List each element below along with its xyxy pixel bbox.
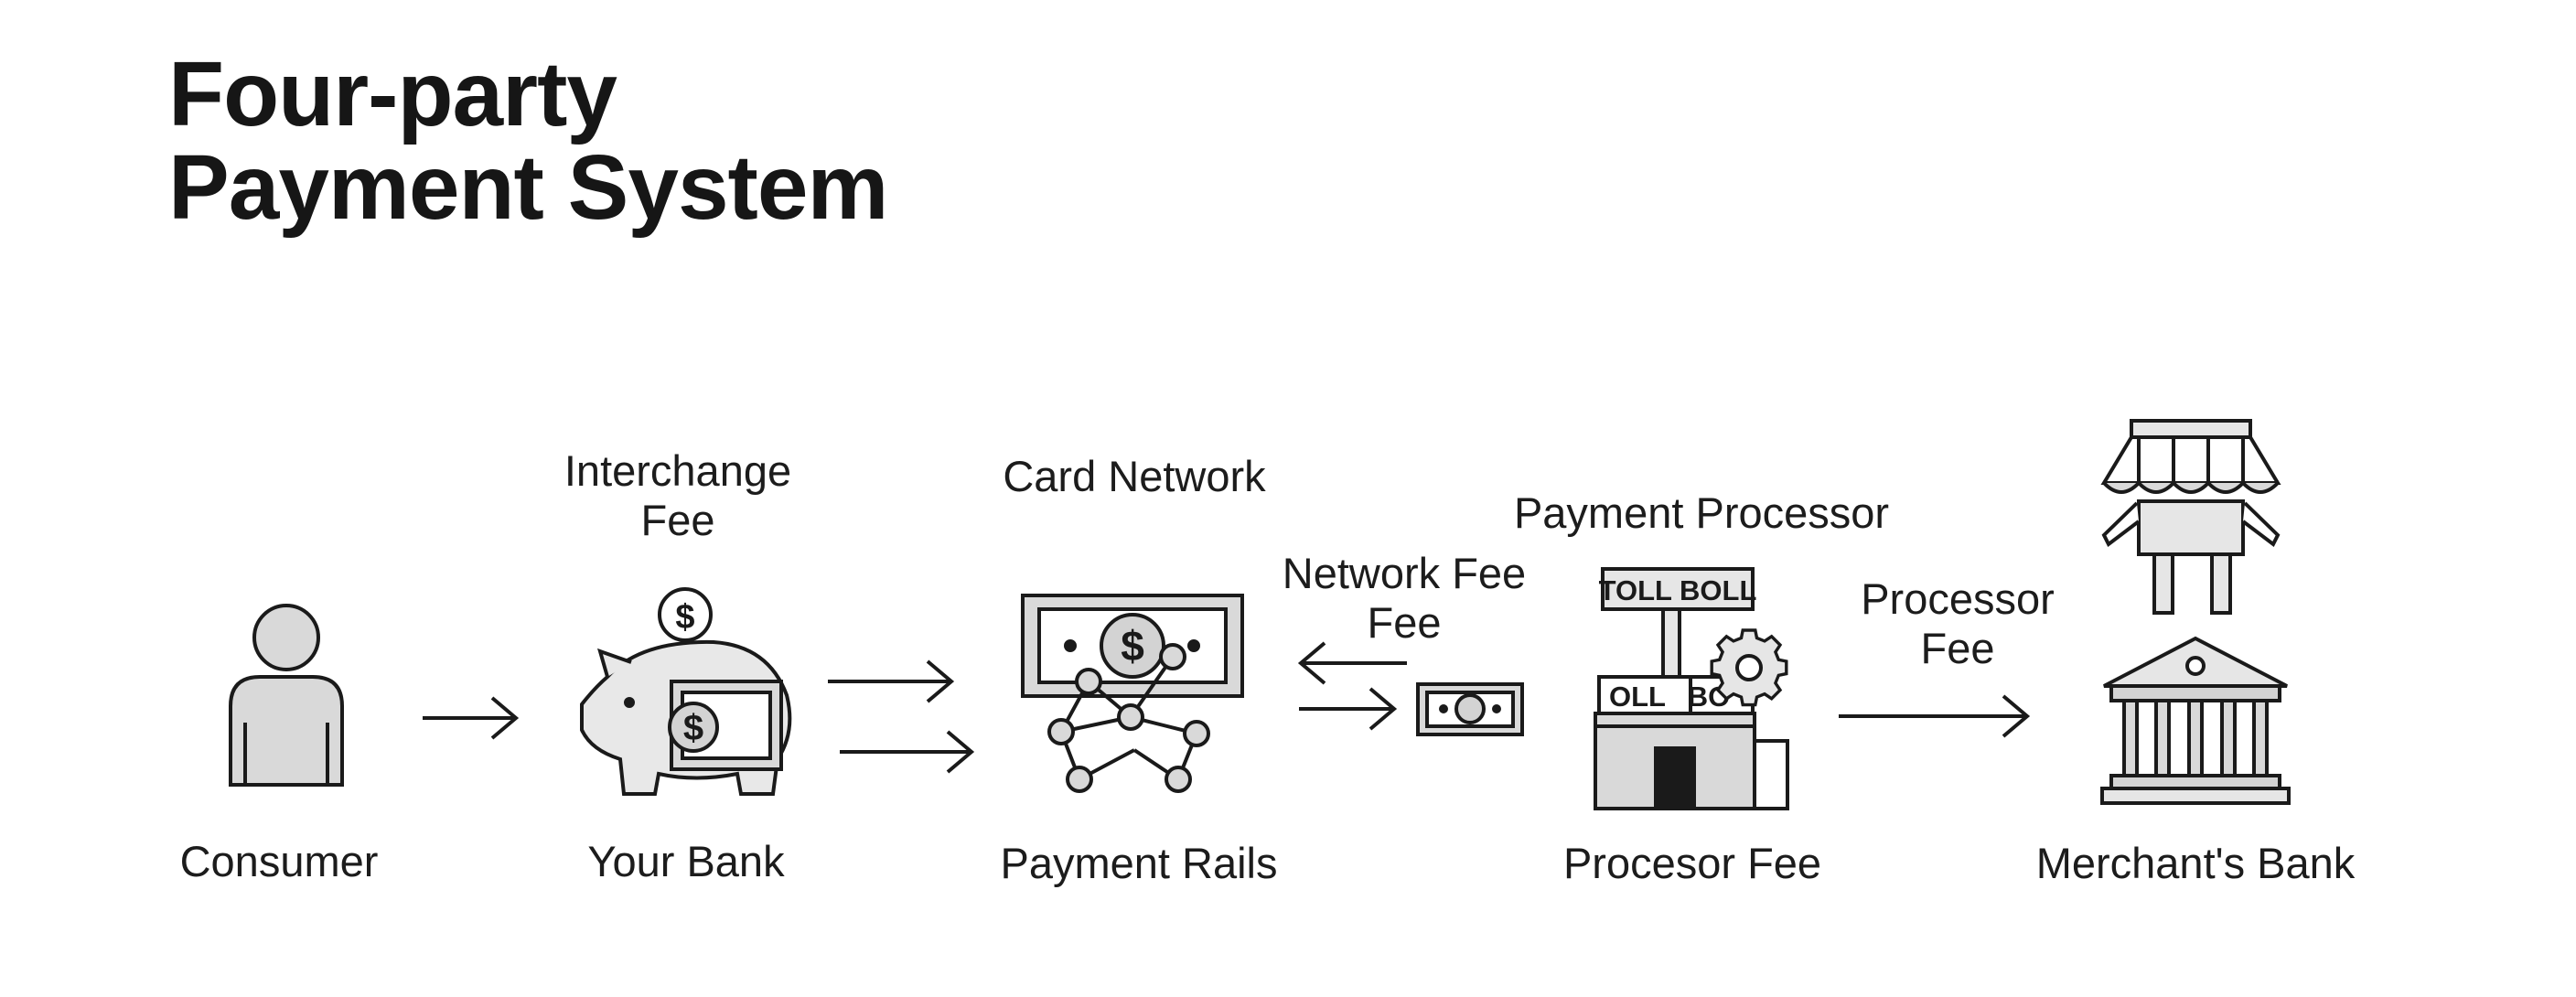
banknote-icon (1416, 682, 1524, 736)
payment-processor-text: Payment Processor (1513, 488, 1890, 537)
storefront-icon (2100, 419, 2281, 615)
processor-fee-line-2: Fee (1920, 624, 1995, 672)
processor-fee-line-1: Processor (1861, 574, 2055, 623)
gear-icon (1710, 628, 1788, 707)
merchants-bank-text: Merchant's Bank (2035, 839, 2356, 887)
piggy-note-dollar: $ (683, 708, 703, 748)
person-icon (229, 604, 344, 787)
piggy-bank-icon (580, 587, 792, 796)
toll-booth-icon (1594, 567, 1789, 810)
label-network-fee: Network Fee Fee (1267, 549, 1541, 648)
interchange-fee-line-2: Fee (640, 496, 715, 544)
label-procesor-fee: Procesor Fee (1528, 839, 1857, 888)
network-fee-line-1: Network Fee (1282, 549, 1527, 597)
label-payment-processor: Payment Processor (1491, 488, 1912, 538)
label-consumer: Consumer (146, 837, 412, 886)
toll-booth-left-text: OLL (1609, 681, 1666, 713)
diagram-title: Four-party Payment System (168, 43, 888, 239)
network-fee-line-2: Fee (1367, 598, 1442, 647)
banknote-network-icon (1021, 594, 1244, 793)
title-line-1: Four-party (168, 43, 617, 145)
consumer-text: Consumer (179, 837, 379, 885)
bank-building-icon (2100, 636, 2291, 805)
title-line-2: Payment System (168, 136, 888, 239)
toll-sign-text: TOLL BOLL (1599, 574, 1757, 606)
card-network-text: Card Network (1003, 452, 1266, 500)
label-interchange-fee: Interchange Fee (545, 446, 810, 545)
label-your-bank: Your Bank (549, 837, 823, 886)
label-merchants-bank: Merchant's Bank (2012, 839, 2378, 888)
payment-rails-text: Payment Rails (1000, 839, 1278, 887)
label-processor-fee: Processor Fee (1839, 574, 2077, 673)
piggy-coin-dollar: $ (675, 598, 694, 637)
interchange-fee-line-1: Interchange (564, 446, 792, 495)
network-note-dollar: $ (1121, 622, 1144, 670)
procesor-fee-text: Procesor Fee (1562, 839, 1822, 887)
your-bank-text: Your Bank (587, 837, 785, 885)
label-card-network: Card Network (970, 452, 1299, 501)
label-payment-rails: Payment Rails (979, 839, 1299, 888)
